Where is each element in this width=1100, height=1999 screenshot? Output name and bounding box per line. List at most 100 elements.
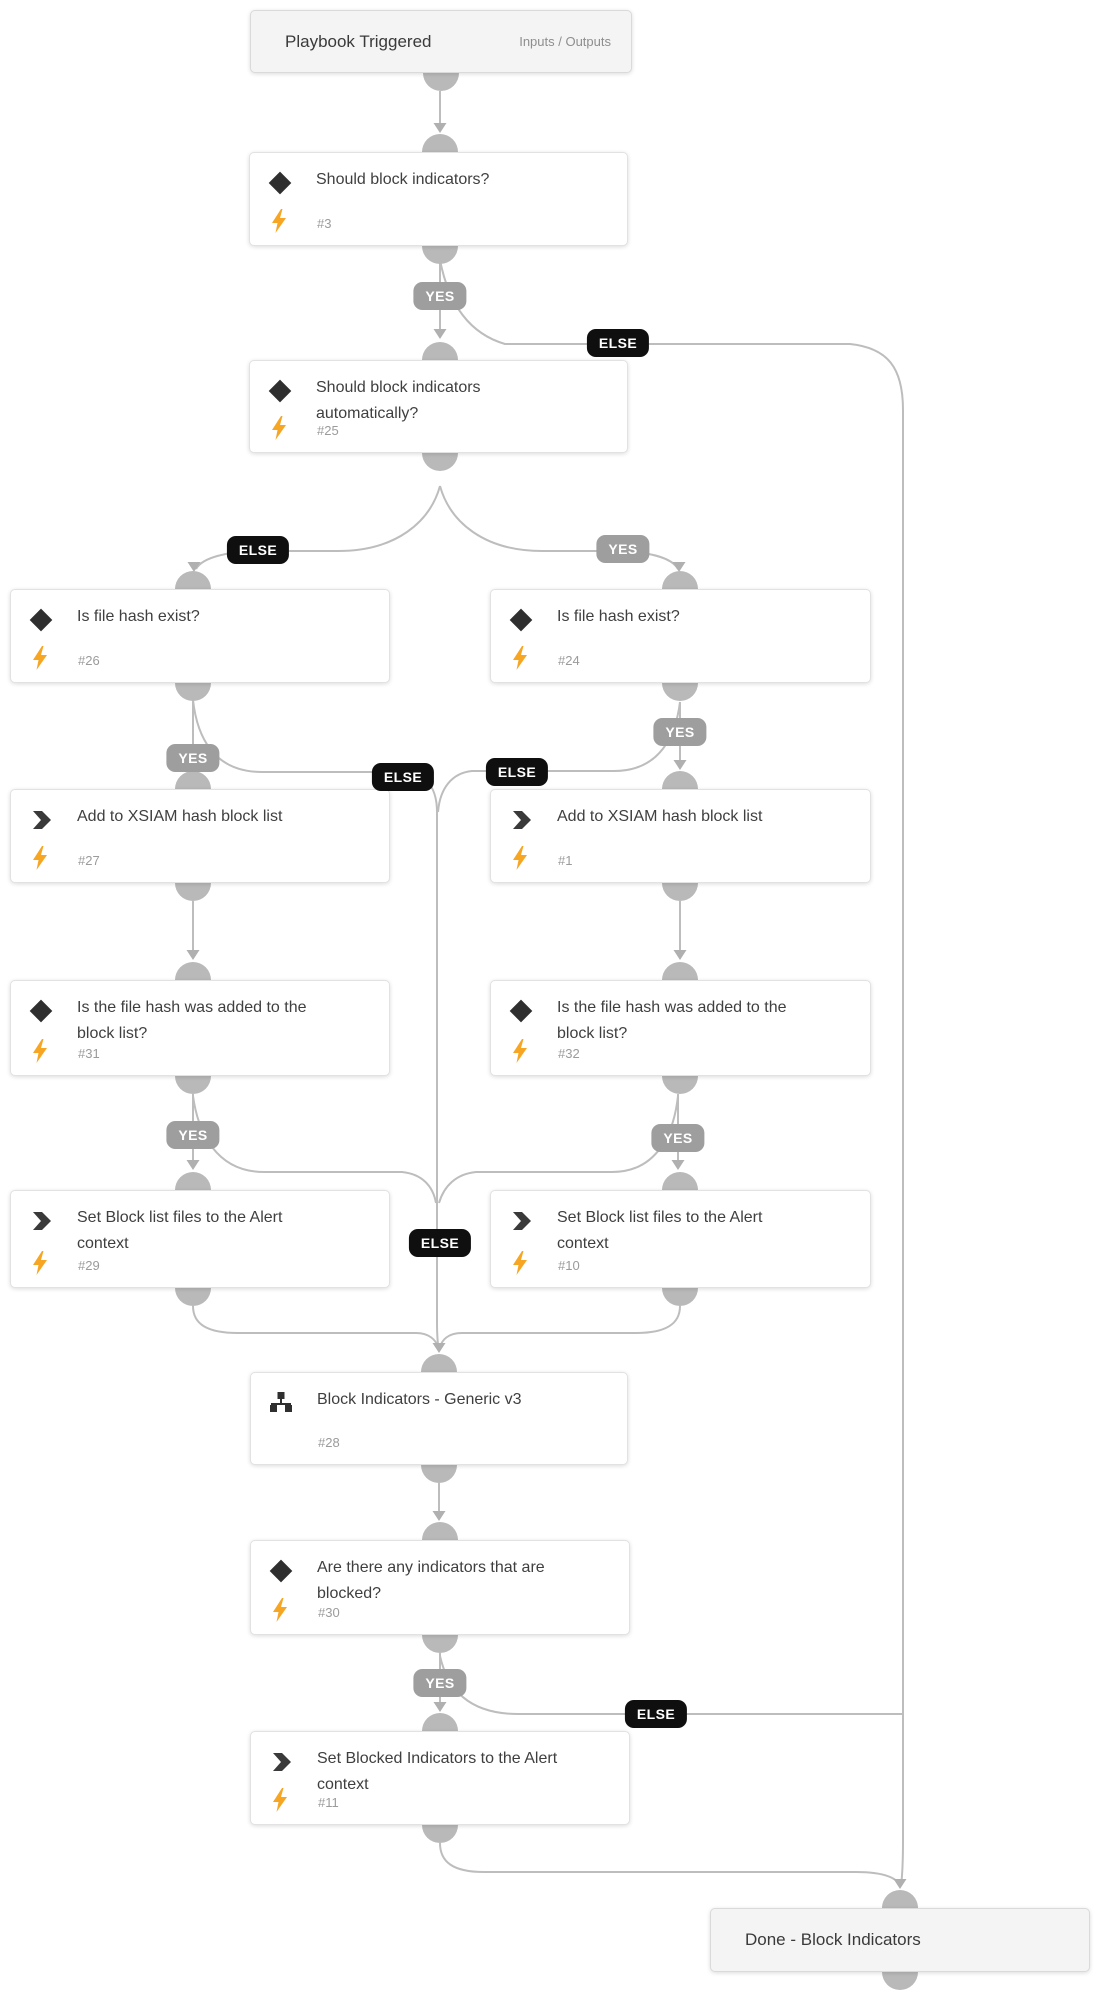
node-title: Add to XSIAM hash block list: [557, 808, 763, 825]
arrow-icon: [433, 123, 447, 133]
arrow-icon: [186, 1160, 200, 1170]
bolt-icon: [270, 1597, 290, 1623]
arrow-icon: [186, 950, 200, 960]
arrow-icon: [433, 329, 447, 339]
diamond-icon: [267, 170, 293, 196]
task-number: #28: [318, 1435, 340, 1450]
connector-path: [192, 1305, 439, 1348]
else-badge: ELSE: [408, 1229, 472, 1257]
task-number: #24: [558, 653, 580, 668]
yes-badge: YES: [596, 535, 650, 563]
diamond-icon: [28, 998, 54, 1024]
bolt-icon: [30, 1038, 50, 1064]
task-number: #30: [318, 1605, 340, 1620]
arrow-icon: [893, 1879, 907, 1889]
node-t28[interactable]: Block Indicators - Generic v3 #28: [250, 1372, 628, 1465]
node-title: Add to XSIAM hash block list: [77, 808, 283, 825]
diamond-icon: [268, 1558, 294, 1584]
automation-icon: [508, 1208, 534, 1234]
else-badge: ELSE: [624, 1700, 688, 1728]
task-number: #10: [558, 1258, 580, 1273]
arrow-icon: [671, 1160, 685, 1170]
bolt-icon: [269, 208, 289, 234]
task-number: #31: [78, 1046, 100, 1061]
node-t11[interactable]: Set Blocked Indicators to the Alert cont…: [250, 1731, 630, 1825]
node-title: Is file hash exist?: [557, 608, 680, 625]
inputs-outputs-link[interactable]: Inputs / Outputs: [519, 34, 611, 49]
yes-badge: YES: [651, 1124, 705, 1152]
connector-path: [439, 1842, 901, 1887]
node-title: Set Blocked Indicators to the Alert cont…: [317, 1750, 558, 1793]
arrow-icon: [673, 760, 687, 770]
task-number: #3: [317, 216, 332, 231]
else-badge: ELSE: [586, 329, 650, 357]
automation-icon: [28, 807, 54, 833]
bolt-icon: [269, 415, 289, 441]
node-t30[interactable]: Are there any indicators that are blocke…: [250, 1540, 630, 1635]
arrow-icon: [432, 1511, 446, 1521]
terminal-title: Done - Block Indicators: [745, 1930, 921, 1949]
node-title: Is the file hash was added to the block …: [77, 999, 307, 1042]
diamond-icon: [267, 378, 293, 404]
automation-icon: [508, 807, 534, 833]
node-t32[interactable]: Is the file hash was added to the block …: [490, 980, 871, 1076]
node-done[interactable]: Done - Block Indicators: [710, 1908, 1090, 1972]
yes-badge: YES: [166, 744, 220, 772]
node-title: Block Indicators - Generic v3: [317, 1391, 522, 1408]
node-title: Are there any indicators that are blocke…: [317, 1559, 545, 1602]
task-number: #26: [78, 653, 100, 668]
arrow-icons: [186, 123, 907, 1889]
bolt-icon: [270, 1787, 290, 1813]
diamond-icon: [508, 607, 534, 633]
node-t26[interactable]: Is file hash exist? #26: [10, 589, 390, 683]
connector-path: [439, 485, 679, 570]
node-t27[interactable]: Add to XSIAM hash block list #27: [10, 789, 390, 883]
else-badge: ELSE: [371, 763, 435, 791]
task-number: #25: [317, 423, 339, 438]
bolt-icon: [510, 1038, 530, 1064]
node-t3[interactable]: Should block indicators? #3: [249, 152, 628, 246]
node-title: Should block indicators automatically?: [316, 379, 481, 422]
node-t24[interactable]: Is file hash exist? #24: [490, 589, 871, 683]
yes-badge: YES: [166, 1121, 220, 1149]
bolt-icon: [30, 845, 50, 871]
playbook-icon: [268, 1390, 294, 1416]
task-number: #1: [558, 853, 573, 868]
node-title: Set Block list files to the Alert contex…: [557, 1209, 763, 1252]
yes-badge: YES: [413, 282, 467, 310]
terminal-title: Playbook Triggered: [285, 31, 432, 51]
arrow-icon: [432, 1343, 446, 1353]
connector-path: [438, 1095, 679, 1204]
bolt-icon: [510, 1250, 530, 1276]
arrow-icon: [187, 562, 201, 572]
diamond-icon: [508, 998, 534, 1024]
node-t31[interactable]: Is the file hash was added to the block …: [10, 980, 390, 1076]
node-t1[interactable]: Add to XSIAM hash block list #1: [490, 789, 871, 883]
yes-badge: YES: [413, 1669, 467, 1697]
node-start[interactable]: Playbook Triggered Inputs / Outputs: [250, 10, 632, 73]
automation-icon: [28, 1208, 54, 1234]
connector-path: [439, 1305, 681, 1348]
node-t10[interactable]: Set Block list files to the Alert contex…: [490, 1190, 871, 1288]
connector-path: [195, 485, 441, 570]
bolt-icon: [510, 845, 530, 871]
node-t25[interactable]: Should block indicators automatically?#2…: [249, 360, 628, 453]
arrow-icon: [433, 1702, 447, 1712]
automation-icon: [268, 1749, 294, 1775]
task-number: #27: [78, 853, 100, 868]
connector-path: [192, 1095, 437, 1204]
else-badge: ELSE: [485, 758, 549, 786]
else-badge: ELSE: [226, 536, 290, 564]
arrow-icon: [672, 562, 686, 572]
node-title: Should block indicators?: [316, 171, 490, 188]
arrow-icon: [673, 950, 687, 960]
node-t29[interactable]: Set Block list files to the Alert contex…: [10, 1190, 390, 1288]
diamond-icon: [28, 607, 54, 633]
bolt-icon: [510, 645, 530, 671]
task-number: #32: [558, 1046, 580, 1061]
bolt-icon: [30, 1250, 50, 1276]
node-title: Is file hash exist?: [77, 608, 200, 625]
task-number: #29: [78, 1258, 100, 1273]
task-number: #11: [318, 1795, 339, 1810]
